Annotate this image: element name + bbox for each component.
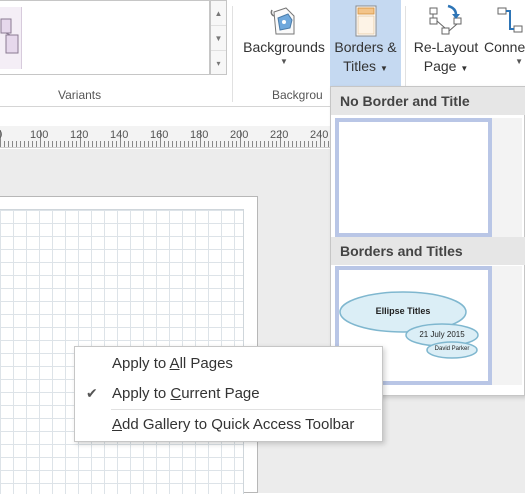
menu-item-accelerator: A bbox=[112, 416, 123, 433]
borders-titles-button[interactable]: Borders & Titles ▼ bbox=[330, 0, 401, 86]
menu-item-accelerator: A bbox=[169, 355, 180, 372]
menu-item-accelerator: C bbox=[170, 385, 182, 402]
borders-titles-text: Titles bbox=[343, 58, 377, 74]
menu-apply-current-page[interactable]: ✔ Apply to Current Page bbox=[75, 380, 382, 409]
menu-separator bbox=[111, 409, 381, 410]
variant-shape-icon bbox=[0, 18, 19, 54]
ruler-number: 140 bbox=[110, 129, 129, 141]
connectors-button[interactable]: Conne ▼ bbox=[484, 0, 525, 86]
relayout-label-1: Re-Layout bbox=[413, 39, 479, 55]
menu-item-pre: Apply to bbox=[112, 385, 171, 402]
variant-thumbnail[interactable] bbox=[0, 7, 22, 69]
relayout-page-icon bbox=[429, 4, 462, 35]
backgrounds-label: Backgrounds bbox=[243, 39, 325, 55]
group-separator bbox=[232, 6, 233, 102]
menu-item-post: dd Gallery to Quick Access Toolbar bbox=[122, 416, 355, 433]
menu-item-text: Add Gallery to Quick Access Toolbar bbox=[112, 416, 354, 433]
relayout-text: Page bbox=[423, 58, 457, 74]
menu-item-pre: Apply to bbox=[112, 355, 170, 372]
backgrounds-dropdown-icon: ▼ bbox=[280, 57, 288, 66]
backgrounds-button[interactable]: Backgrounds ▼ bbox=[240, 0, 328, 86]
ruler-number: 80 bbox=[0, 129, 2, 141]
gallery-more-icon[interactable]: ▾ bbox=[216, 59, 221, 68]
ruler-ticks bbox=[0, 130, 337, 147]
backgrounds-group-label: Backgrou bbox=[272, 88, 323, 102]
ruler-number: 220 bbox=[270, 129, 289, 141]
ruler-number: 100 bbox=[30, 129, 49, 141]
ellipse-title-text: Ellipse Titles bbox=[375, 306, 431, 316]
group-separator-2 bbox=[405, 6, 406, 102]
variants-gallery[interactable] bbox=[0, 0, 210, 75]
drawing-page[interactable] bbox=[0, 196, 258, 494]
ribbon: ▲ ▼ ▾ Variants Backgrounds ▼ Backgrou Bo… bbox=[0, 0, 525, 107]
section-header-borders: Borders and Titles bbox=[331, 237, 525, 265]
menu-item-post: ll Pages bbox=[179, 355, 233, 372]
checkmark-icon: ✔ bbox=[86, 385, 98, 401]
variants-group-label: Variants bbox=[58, 88, 102, 102]
ellipse-titles-thumbnail[interactable]: Ellipse Titles 21 July 2015 David Parker bbox=[335, 266, 492, 385]
ellipse-date-text: 21 July 2015 bbox=[419, 330, 465, 339]
horizontal-ruler: 80 100 120 140 160 180 200 220 240 bbox=[0, 126, 340, 148]
ruler-number: 160 bbox=[150, 129, 169, 141]
menu-add-to-qat[interactable]: Add Gallery to Quick Access Toolbar bbox=[75, 411, 382, 440]
connectors-dropdown-icon: ▼ bbox=[515, 57, 523, 66]
relayout-dropdown-icon: ▼ bbox=[460, 64, 469, 73]
menu-item-text: Apply to Current Page bbox=[112, 385, 260, 402]
ruler-number: 240 bbox=[310, 129, 329, 141]
gallery-down-icon[interactable]: ▼ bbox=[211, 26, 226, 51]
borders-titles-gallery: No Border and Title Borders and Titles E… bbox=[330, 86, 525, 396]
ruler-number: 180 bbox=[190, 129, 209, 141]
ellipse-author-text: David Parker bbox=[434, 346, 470, 352]
section-header-no-border: No Border and Title bbox=[331, 87, 525, 115]
connectors-label: Conne bbox=[484, 39, 525, 55]
borders-titles-label-1: Borders & bbox=[334, 39, 397, 55]
ruler-number: 200 bbox=[230, 129, 249, 141]
backgrounds-icon bbox=[270, 7, 295, 35]
gallery-up-icon[interactable]: ▲ bbox=[211, 1, 226, 26]
menu-item-post: urrent Page bbox=[181, 385, 260, 402]
relayout-label-2: Page ▼ bbox=[408, 57, 484, 78]
borders-titles-dropdown-icon: ▼ bbox=[379, 64, 388, 73]
gallery-context-menu: Apply to All Pages ✔ Apply to Current Pa… bbox=[74, 346, 383, 442]
no-border-thumbnail[interactable] bbox=[335, 118, 492, 237]
connectors-icon bbox=[497, 7, 523, 33]
menu-item-text: Apply to All Pages bbox=[112, 355, 233, 372]
ruler-number: 120 bbox=[70, 129, 89, 141]
gallery-strip bbox=[492, 118, 522, 237]
menu-apply-all-pages[interactable]: Apply to All Pages bbox=[75, 350, 382, 379]
ellipse-titles-preview bbox=[339, 291, 479, 359]
borders-titles-label-2: Titles ▼ bbox=[330, 57, 401, 78]
relayout-page-button[interactable]: Re-Layout Page ▼ bbox=[408, 0, 484, 86]
gallery-strip-2 bbox=[492, 266, 522, 385]
borders-titles-icon bbox=[355, 5, 376, 37]
gallery-scrollbar[interactable]: ▲ ▼ ▾ bbox=[210, 0, 227, 75]
